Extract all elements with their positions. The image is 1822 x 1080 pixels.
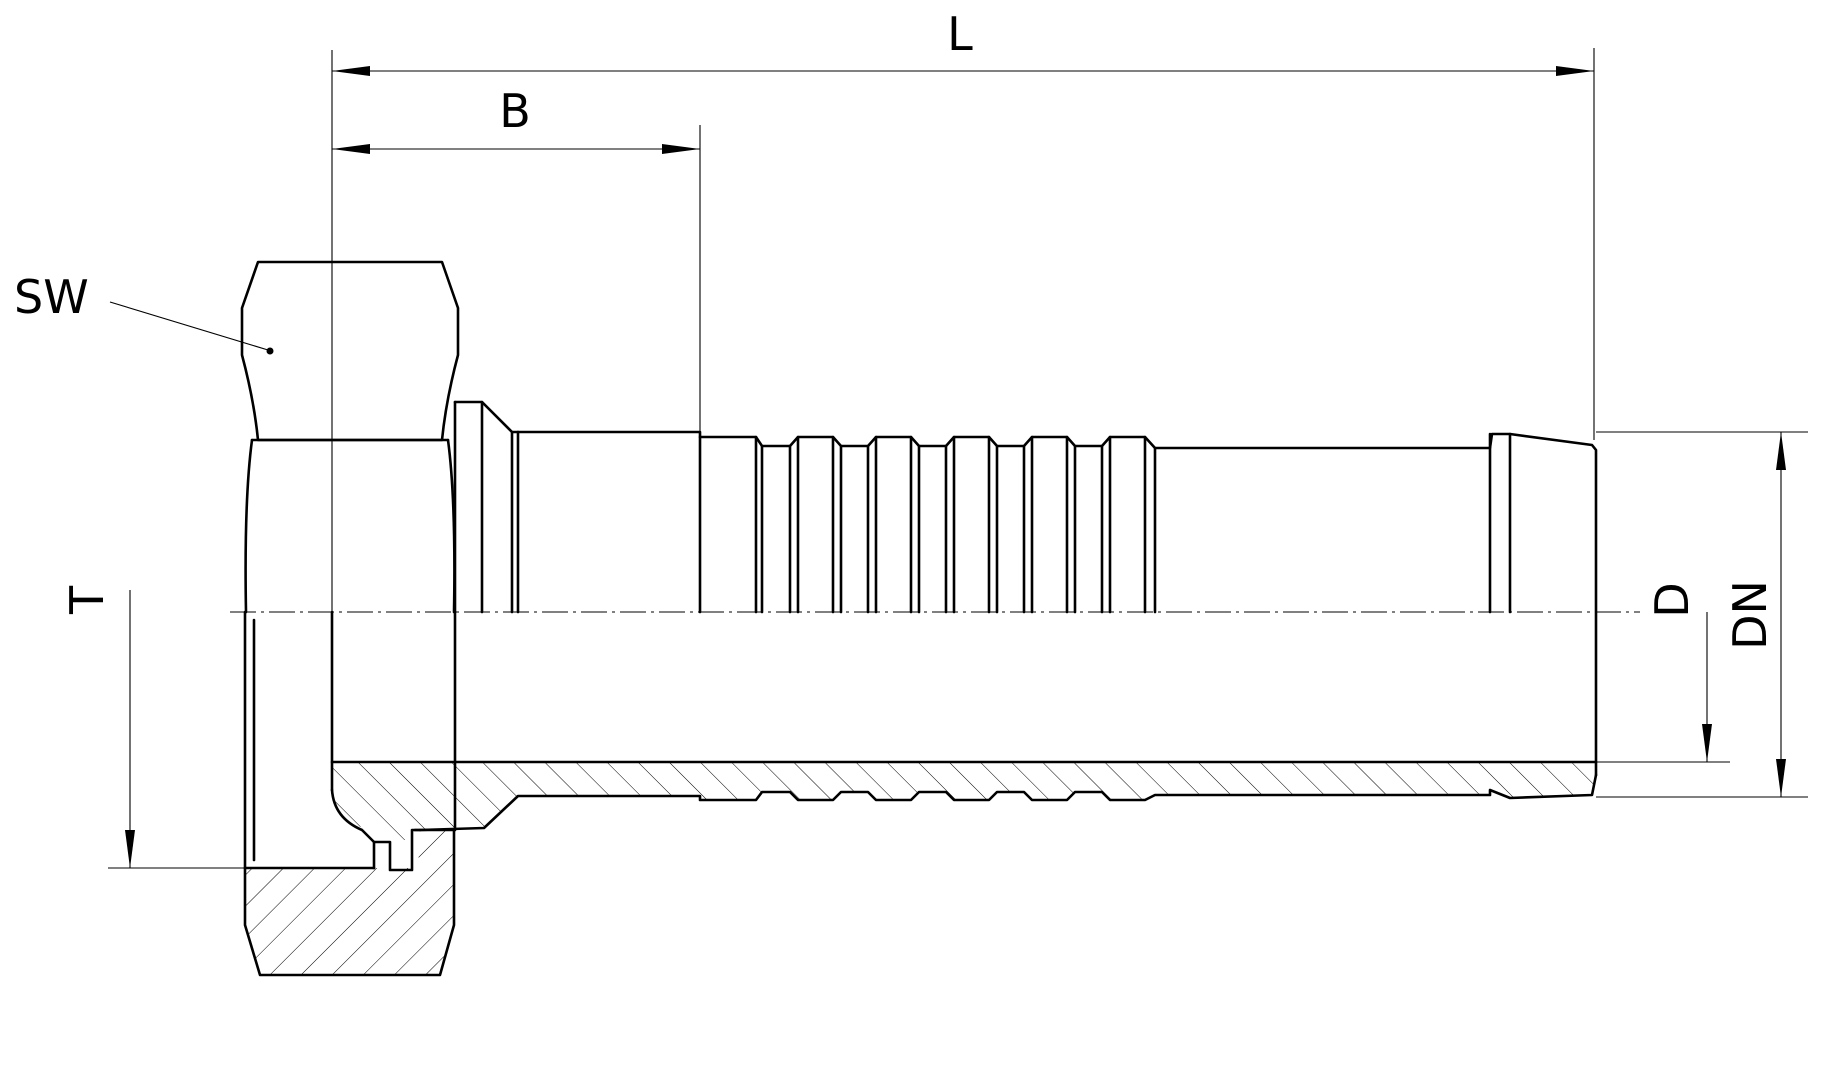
nipple-body [453, 400, 1598, 777]
wall-section [330, 610, 1598, 844]
dimension-d: D [1596, 582, 1730, 763]
label-l: L [947, 7, 973, 61]
dimension-dn: DN [1596, 431, 1808, 798]
label-sw: SW [14, 270, 89, 324]
label-dn: DN [1723, 580, 1777, 650]
label-b: B [499, 84, 531, 138]
nut-section [243, 610, 456, 977]
barb-ridges [754, 432, 1512, 614]
leader-sw: SW [14, 270, 274, 355]
dimension-b: B [332, 84, 701, 432]
dimension-t: T [60, 585, 245, 869]
hex-nut-outline [240, 260, 460, 614]
dimension-l: L [331, 7, 1595, 612]
label-d: D [1645, 582, 1699, 617]
label-t: T [60, 585, 114, 615]
